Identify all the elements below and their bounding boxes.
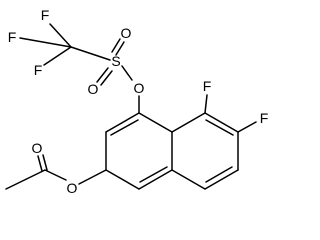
bond-c2-c1 bbox=[105, 169, 140, 190]
atom-sulfur: S bbox=[111, 53, 120, 69]
bond-c7-c8 bbox=[204, 169, 239, 190]
bond-s-o-upper-a bbox=[115, 41, 125, 56]
atom-o-ester-acetate: O bbox=[67, 180, 78, 196]
atom-f-cf3-left: F bbox=[8, 29, 17, 45]
atom-f-cf3-top: F bbox=[41, 7, 50, 23]
bond-c-o-double-b bbox=[37, 155, 43, 172]
bond-s-o-lower-a bbox=[96, 67, 109, 83]
acetate-bonds bbox=[5, 154, 107, 190]
bond-c5-f bbox=[204, 94, 208, 114]
bond-c4-c3-inner bbox=[110, 119, 139, 136]
bond-c1-c8b-inner bbox=[139, 166, 168, 183]
bond-o-carbonyl-c bbox=[44, 169, 67, 181]
atom-f-cf3-bottom: F bbox=[34, 62, 43, 78]
bond-c5-c6-inner bbox=[205, 119, 234, 136]
bond-c8a-c5 bbox=[171, 112, 206, 133]
bond-c-o-double-a bbox=[42, 154, 48, 171]
molecule-structure: F F F S O O O F F O O bbox=[5, 7, 269, 196]
bond-s-o-upper-b bbox=[111, 38, 121, 53]
atom-o-sulfonyl-lower: O bbox=[88, 81, 99, 97]
atom-o-ester-triflate: O bbox=[134, 80, 145, 96]
bond-c6-f bbox=[237, 121, 257, 133]
bond-c8-c8b bbox=[171, 169, 206, 190]
bond-c4-c3 bbox=[105, 112, 140, 133]
atom-f-ring-6: F bbox=[260, 110, 269, 126]
triflate-bonds bbox=[19, 23, 140, 114]
bond-c-s bbox=[70, 46, 111, 61]
atom-labels: F F F S O O O F F O O bbox=[8, 7, 269, 196]
bond-cf3-f2 bbox=[19, 37, 72, 48]
bond-c7-c8-inner bbox=[205, 166, 233, 183]
naphthalene-bonds bbox=[105, 94, 257, 190]
bond-cf3-f3 bbox=[43, 46, 72, 66]
bond-c5-c6 bbox=[204, 112, 239, 133]
bond-c1-c8b bbox=[138, 169, 173, 190]
atom-o-sulfonyl-upper: O bbox=[121, 25, 132, 41]
bond-cf3-f1 bbox=[49, 23, 72, 48]
bond-c4-c8a bbox=[138, 112, 173, 133]
atom-o-acetyl-carbonyl: O bbox=[32, 140, 43, 156]
bond-carbonyl-c-methyl bbox=[5, 169, 46, 190]
atom-f-ring-5: F bbox=[203, 78, 212, 94]
bond-s-o-lower-b bbox=[100, 70, 113, 86]
bond-ring-o-acetate bbox=[78, 169, 107, 185]
bond-s-o-ester bbox=[121, 65, 133, 81]
